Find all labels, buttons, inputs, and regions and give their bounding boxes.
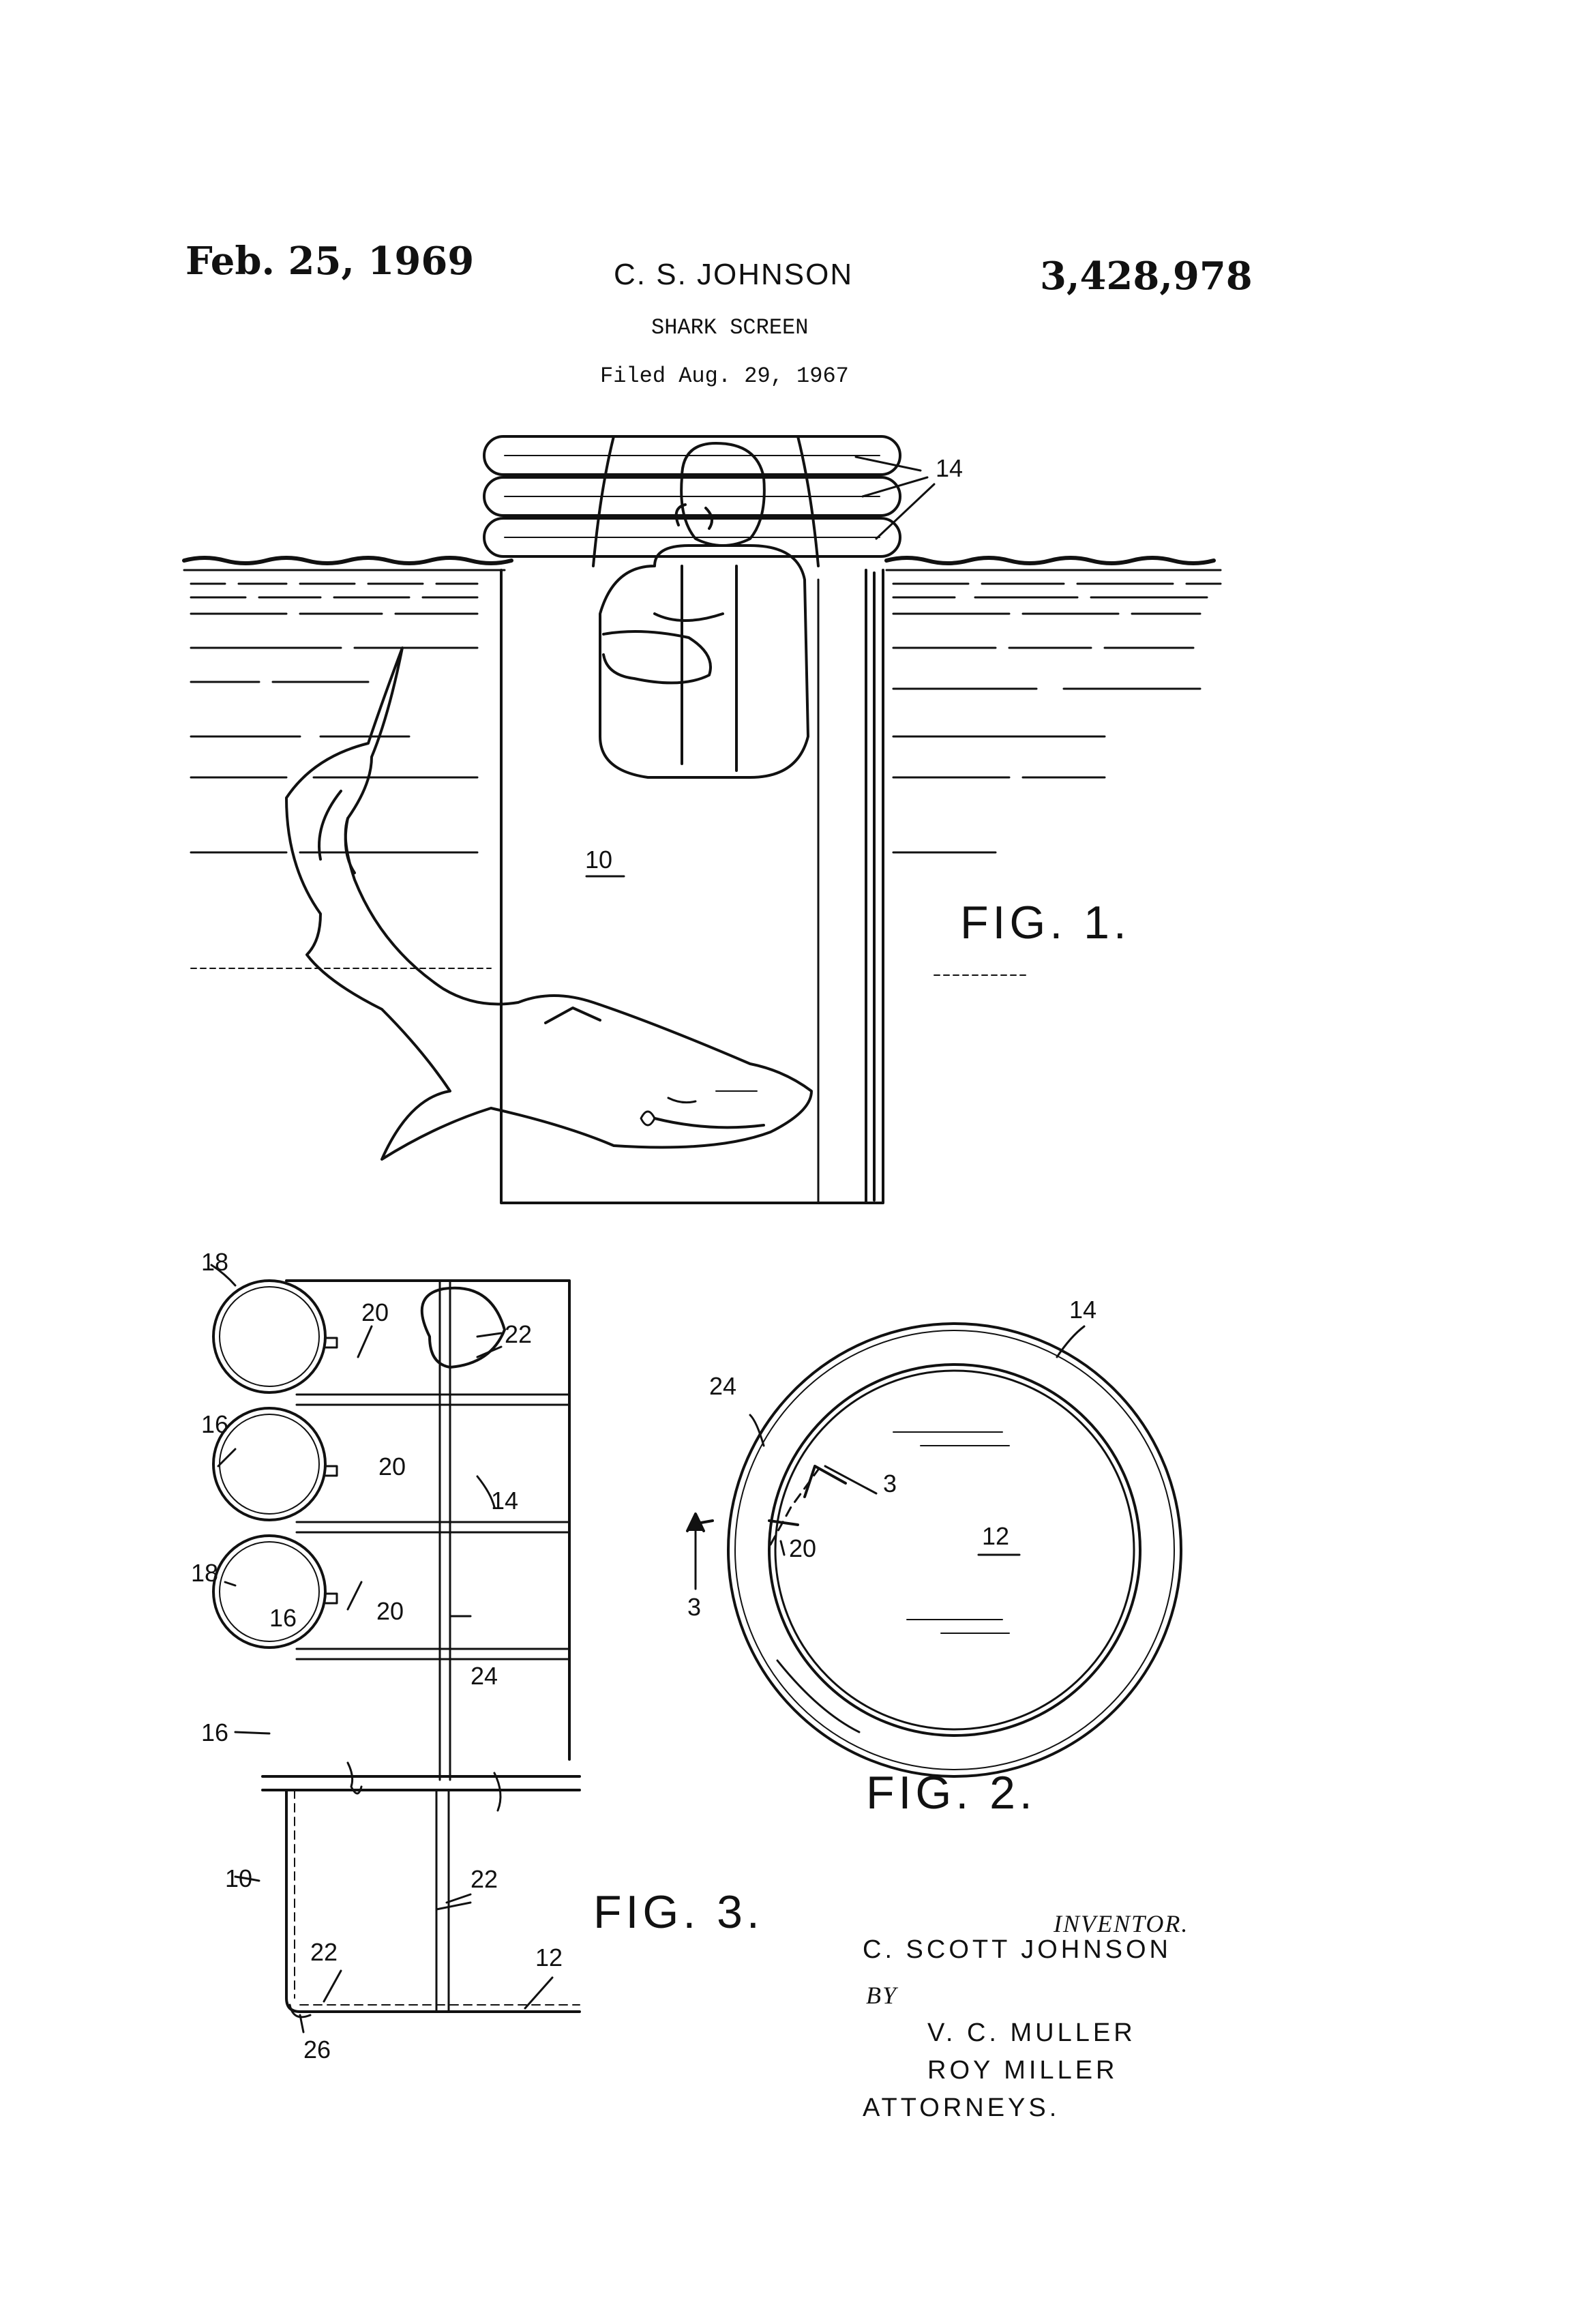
inventor-label: INVENTOR. [1054, 1910, 1189, 1937]
ref-22-fig3-b: 22 [471, 1865, 498, 1893]
fig2-drawing [686, 1322, 1182, 1778]
ref-24-fig3: 24 [471, 1662, 498, 1690]
attorney-1: V. C. MULLER [927, 2018, 1136, 2047]
ref-12-fig3: 12 [535, 1943, 563, 1971]
attorneys-label: ATTORNEYS. [863, 2094, 1060, 2122]
ref-16-fig3-b: 16 [269, 1604, 297, 1632]
inventor-header: C. S. JOHNSON [614, 258, 854, 291]
ref-16-fig3-a: 16 [201, 1410, 229, 1438]
ref-18-fig3-b: 18 [191, 1559, 219, 1587]
ref-22-fig3-c: 22 [310, 1938, 338, 1966]
ref-3-fig2-a: 3 [883, 1470, 897, 1498]
patent-number: 3,428,978 [1040, 254, 1253, 299]
fig3-label: FIG. 3. [593, 1886, 764, 1938]
ref-3-fig2-b: 3 [687, 1593, 702, 1621]
ref-16-fig3-c: 16 [201, 1718, 229, 1746]
patent-title: SHARK SCREEN [651, 315, 809, 340]
ref-14-fig2: 14 [1069, 1296, 1097, 1324]
ref-20-fig2: 20 [789, 1534, 817, 1562]
ref-10-fig1: 10 [585, 846, 613, 874]
ref-24-fig2: 24 [709, 1372, 737, 1400]
ref-10-fig3: 10 [225, 1864, 253, 1892]
by-label: BY [866, 1982, 898, 2009]
ref-14-fig3: 14 [491, 1487, 519, 1515]
ref-26-fig3: 26 [303, 2036, 331, 2064]
ref-12-fig2: 12 [982, 1522, 1010, 1550]
fig3-drawing [210, 1264, 581, 2034]
ref-20-fig3-c: 20 [376, 1597, 404, 1625]
ref-22-fig3-a: 22 [505, 1320, 533, 1348]
ref-14-fig1: 14 [936, 454, 964, 482]
filing-date: Filed Aug. 29, 1967 [600, 363, 849, 389]
fig2-label: FIG. 2. [866, 1767, 1036, 1819]
inventor-name: C. SCOTT JOHNSON [863, 1935, 1171, 1964]
ref-18-fig3-a: 18 [201, 1248, 229, 1276]
ref-20-fig3-a: 20 [361, 1298, 389, 1326]
fig1-label: FIG. 1. [960, 897, 1131, 949]
ref-20-fig3-b: 20 [378, 1452, 406, 1480]
attorney-2: ROY MILLER [927, 2056, 1118, 2085]
fig1-drawing [182, 435, 1222, 1204]
patent-date: Feb. 25, 1969 [185, 239, 475, 284]
